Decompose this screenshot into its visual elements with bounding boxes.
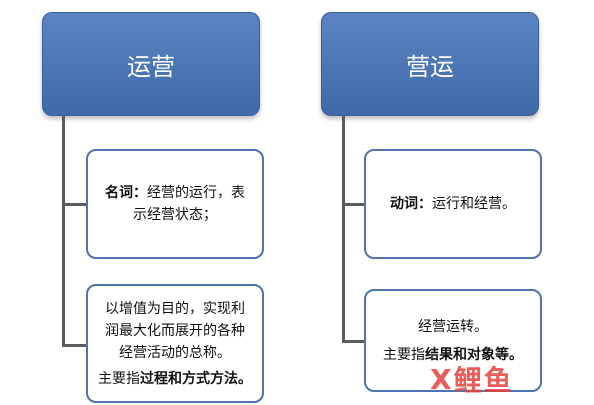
left-connector-vertical xyxy=(62,116,65,346)
right-connector-branch-2 xyxy=(342,340,364,343)
watermark-logo: X 鲤 鱼 xyxy=(430,358,580,400)
left-connector-branch-2 xyxy=(62,344,86,347)
noun-definition-part2: 示经营状态； xyxy=(133,207,217,223)
right-connector-vertical xyxy=(342,116,345,342)
left-connector-branch-1 xyxy=(62,203,86,206)
right-card-description: 经营运转。 主要指结果和对象等。 xyxy=(364,289,542,392)
noun-term: 名词： xyxy=(105,185,147,201)
right-desc-emphasis: 结果和对象等。 xyxy=(425,346,523,363)
left-card-description: 以增值为目的，实现利 润最大化而展开的各种 经营活动的总称。 主要指过程和方式方… xyxy=(86,284,264,403)
watermark-char-yu: 鱼 xyxy=(483,364,512,397)
left-card-noun: 名词：经营的运行，表 示经营状态； xyxy=(86,149,264,259)
noun-definition-part1: 经营的运行，表 xyxy=(147,185,245,201)
right-desc-prefix: 主要指 xyxy=(383,346,425,363)
left-desc-line3: 经营活动的总称。 xyxy=(119,344,231,361)
right-card-verb: 动词：运行和经营。 xyxy=(364,149,542,259)
left-desc-line4: 主要指过程和方式方法。 xyxy=(98,368,252,390)
left-desc-line1: 以增值为目的，实现利 xyxy=(105,300,245,317)
left-header-title: 运营 xyxy=(127,52,175,81)
left-desc-prefix: 主要指 xyxy=(98,370,140,387)
right-desc-line2: 主要指结果和对象等。 xyxy=(383,344,523,366)
right-header-title: 营运 xyxy=(406,52,454,81)
right-connector-branch-1 xyxy=(342,203,364,206)
right-card-verb-line: 动词：运行和经营。 xyxy=(390,193,516,215)
left-header-box: 运营 xyxy=(42,12,260,116)
right-header-box: 营运 xyxy=(321,12,539,116)
verb-definition: 运行和经营。 xyxy=(432,196,516,212)
left-desc-emphasis: 过程和方式方法。 xyxy=(140,370,252,387)
left-card-noun-line1: 名词：经营的运行，表 xyxy=(105,182,245,204)
verb-term: 动词： xyxy=(390,196,432,212)
left-desc-line2: 润最大化而展开的各种 xyxy=(105,322,245,339)
right-desc-line1: 经营运转。 xyxy=(418,318,488,335)
watermark-char-li: 鲤 xyxy=(453,364,482,397)
watermark-char-x: X xyxy=(430,362,452,396)
